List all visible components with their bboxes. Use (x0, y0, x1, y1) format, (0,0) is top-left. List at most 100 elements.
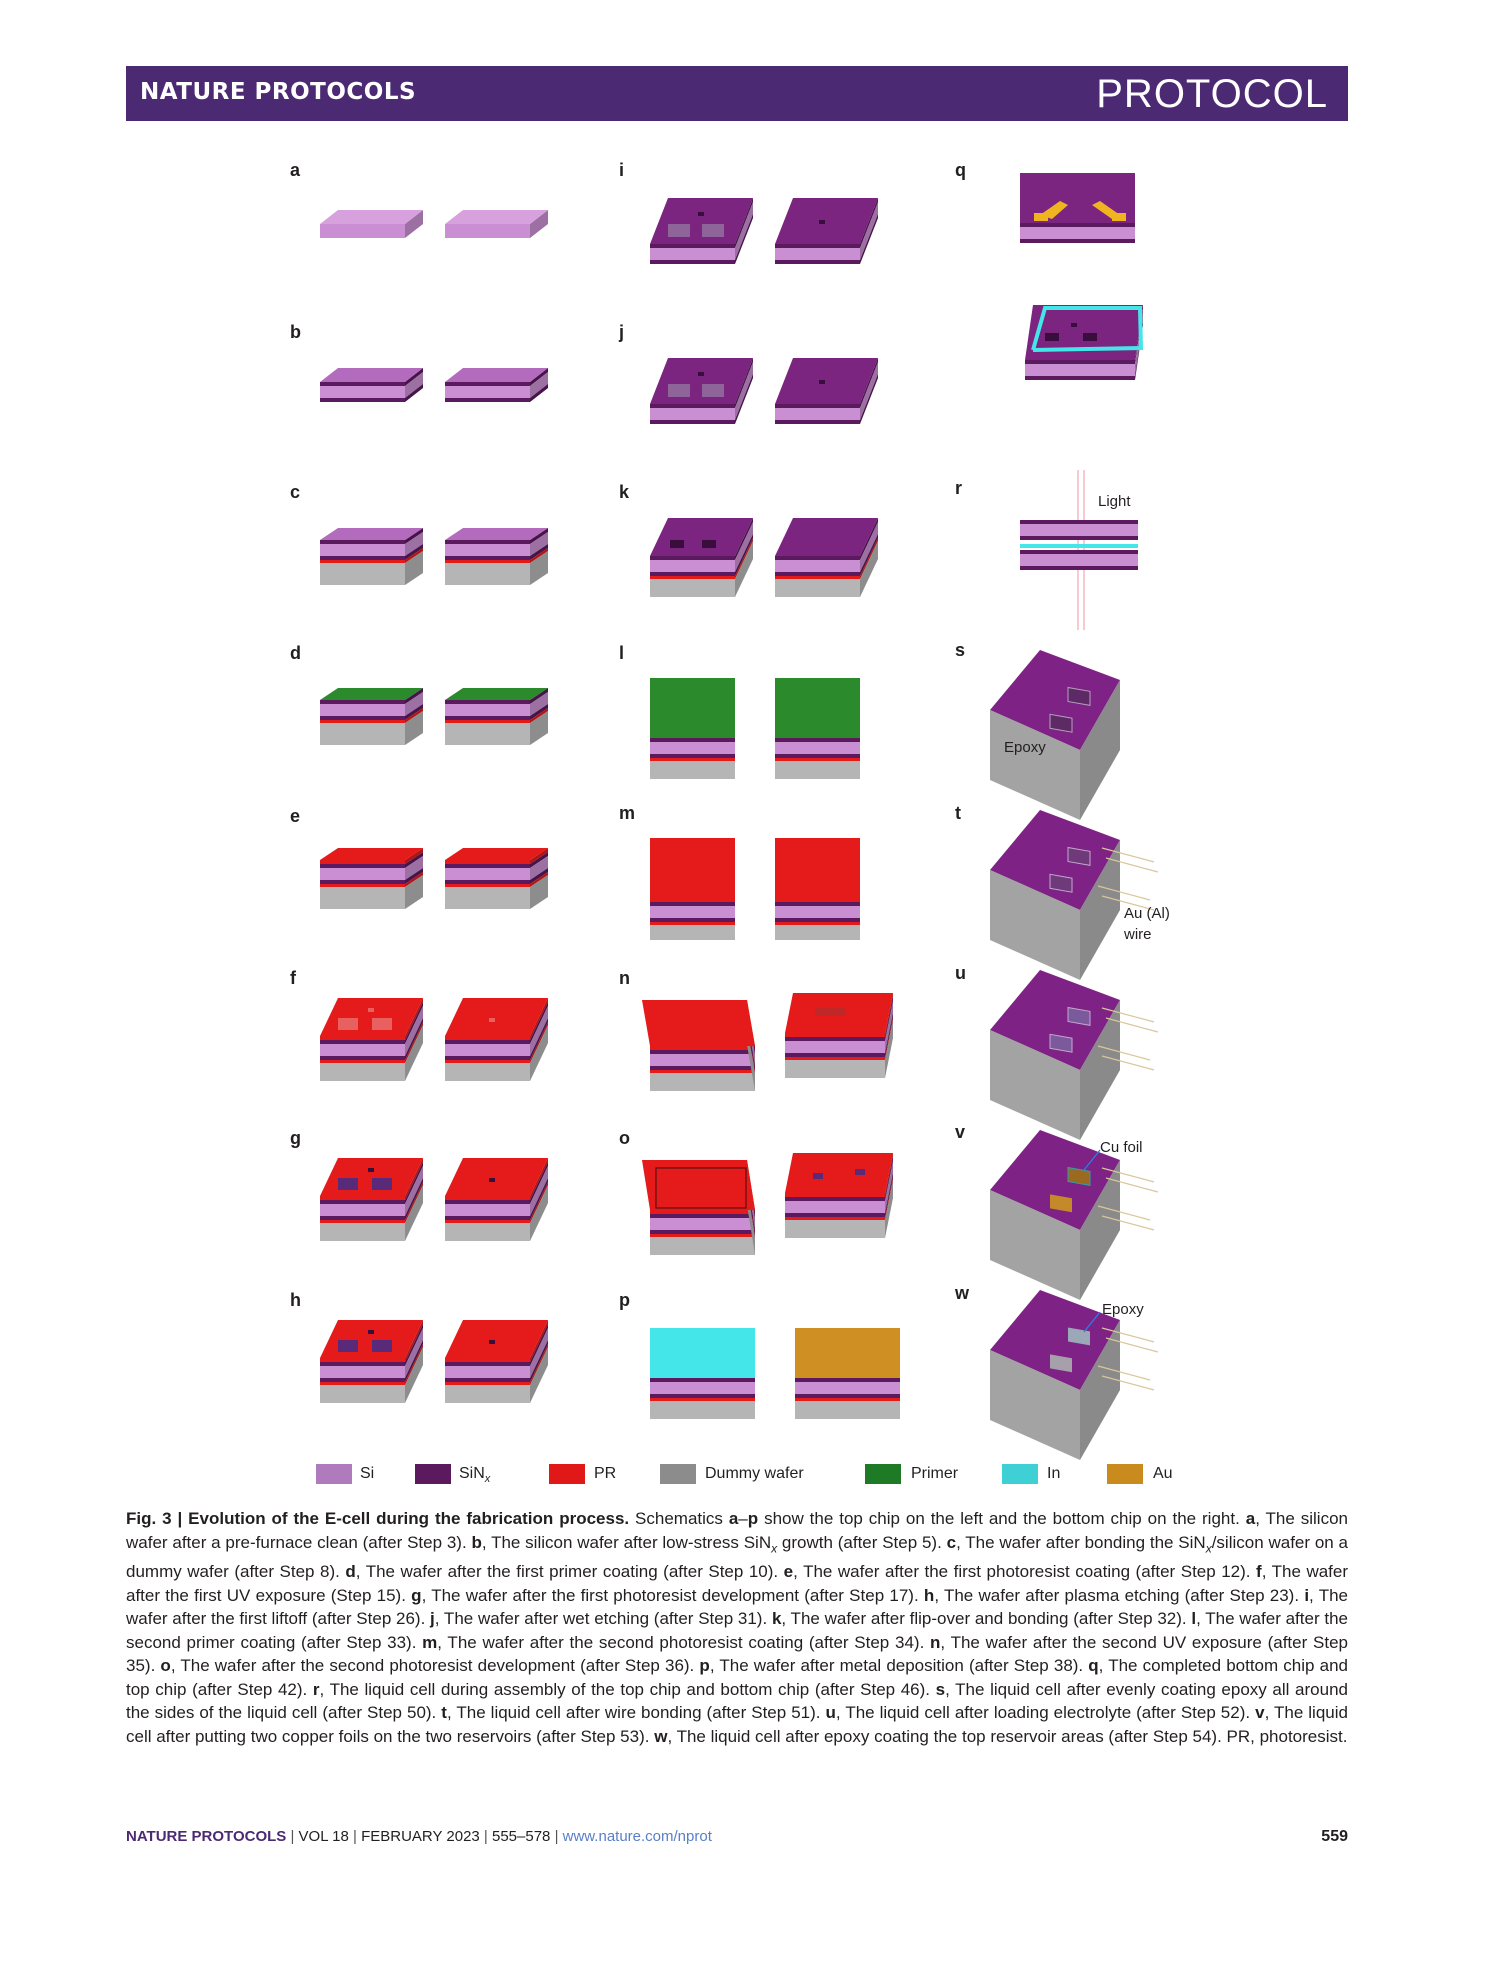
chip-layer-front (650, 754, 735, 758)
chip-top-face (320, 368, 423, 382)
chip-layer-front (650, 1237, 755, 1255)
chip-layer-front (320, 887, 405, 909)
wire-label: Au (Al) (1124, 905, 1170, 922)
chip-layer-side (530, 998, 548, 1040)
chip-layer-front (320, 382, 405, 386)
cell-top-face (990, 650, 1120, 750)
chip-top-face (320, 1158, 423, 1196)
chip-layer-front (320, 1056, 405, 1060)
chip-layer-front (445, 1204, 530, 1216)
bond-wire (1097, 1205, 1151, 1221)
chip-layer-side (530, 692, 548, 716)
chip-layer-side (530, 1158, 548, 1200)
epoxy-side-face (1080, 840, 1120, 980)
legend-swatch-au (1107, 1464, 1143, 1484)
bond-wire (1105, 1017, 1159, 1033)
chip-layer-front (785, 1217, 885, 1220)
chip-layer-side (405, 532, 423, 556)
chip-layer-side (530, 528, 548, 544)
cu-foil-label: Cu foil (1100, 1139, 1143, 1156)
bond-wire (1105, 857, 1159, 873)
chip-layer-front (650, 1234, 755, 1237)
cell-top-face (990, 1130, 1120, 1230)
chip-layer-side (860, 518, 878, 560)
chip-layer-front (445, 1036, 530, 1040)
chip-window (702, 384, 724, 397)
chip-layer-front (320, 556, 405, 560)
panel-k (650, 518, 878, 597)
wire-label: wire (1123, 926, 1152, 943)
cu-foil (1067, 1166, 1091, 1186)
chip-layer-side (885, 997, 893, 1041)
panel-n (642, 993, 893, 1091)
indium-spacer (1020, 544, 1138, 548)
chip-layer-front (775, 922, 860, 925)
chip-top-face (650, 198, 753, 244)
chip-layer-front (775, 906, 860, 918)
chip-top-face (445, 368, 548, 382)
chip-layer-side (530, 1025, 548, 1081)
bottom-chip (795, 1328, 900, 1419)
cell-top-face (990, 970, 1120, 1070)
chip-layer-front (320, 720, 405, 723)
chip-layer-front (650, 404, 735, 408)
chip-layer-side (405, 1022, 423, 1063)
chip-layer-side (405, 856, 423, 880)
panel-j (650, 358, 878, 424)
chip-layer-side (530, 852, 548, 868)
panel-label-o: o (619, 1128, 630, 1148)
top-chip (320, 210, 423, 238)
chip-layer-side (530, 551, 548, 585)
panel-label-k: k (619, 482, 630, 502)
chip-layer-front (785, 1060, 885, 1078)
bond-wire (1097, 885, 1151, 901)
chip-layer-front (320, 868, 405, 880)
chip-layer-front (320, 1362, 405, 1366)
chip-window (668, 384, 690, 397)
chip-layer-front (650, 1214, 755, 1218)
chip-layer-side (530, 384, 548, 402)
epoxy-side-face (1080, 1320, 1120, 1460)
chip-layer-front (445, 1216, 530, 1220)
bottom-chip (1020, 550, 1138, 570)
chip-layer-front (445, 1378, 530, 1382)
chip-layer-front (650, 1394, 755, 1398)
chip-top-face (650, 678, 735, 738)
footer-pages: 555–578 (492, 1828, 551, 1845)
chip-layer-front (650, 925, 735, 940)
chip-layer-side (885, 1173, 893, 1217)
chip-top-face (445, 998, 548, 1036)
chip-layer-side (405, 1002, 423, 1044)
chip-layer-front (785, 1197, 885, 1201)
chip-layer-side (405, 848, 423, 864)
chip-layer-side (530, 368, 548, 386)
chip-layer-front (1025, 376, 1135, 380)
chip-layer-side (885, 1177, 893, 1220)
chip-window (372, 1178, 392, 1190)
chip-layer-side (405, 1347, 423, 1403)
chip-top-face (320, 210, 423, 224)
chip-layer-front (445, 1200, 530, 1204)
chip-window (1045, 333, 1059, 341)
chip-top-face (320, 1320, 423, 1358)
chip-layer-front (650, 1054, 755, 1066)
bond-wire (1101, 1327, 1155, 1343)
bottom-chip (445, 1320, 548, 1403)
chip-layer-side (885, 1013, 893, 1057)
chip-layer-side (860, 202, 878, 260)
bond-wire (1101, 1007, 1155, 1023)
chip-window (670, 540, 684, 548)
chip-layer-front (650, 922, 735, 925)
chip-layer-side (405, 548, 423, 563)
indium-seal (1031, 306, 1144, 352)
chip-layer-front (445, 1362, 530, 1366)
bottom-chip (445, 998, 548, 1081)
epoxy-front-face (990, 1030, 1080, 1140)
top-chip (320, 1320, 423, 1403)
chip-window (815, 1008, 845, 1016)
epoxy-pointer (1083, 1311, 1101, 1333)
chip-layer-front (775, 560, 860, 572)
chip-layer-side (530, 856, 548, 880)
footer-url-link[interactable]: www.nature.com/nprot (562, 1828, 712, 1845)
chip-top-face (775, 678, 860, 738)
